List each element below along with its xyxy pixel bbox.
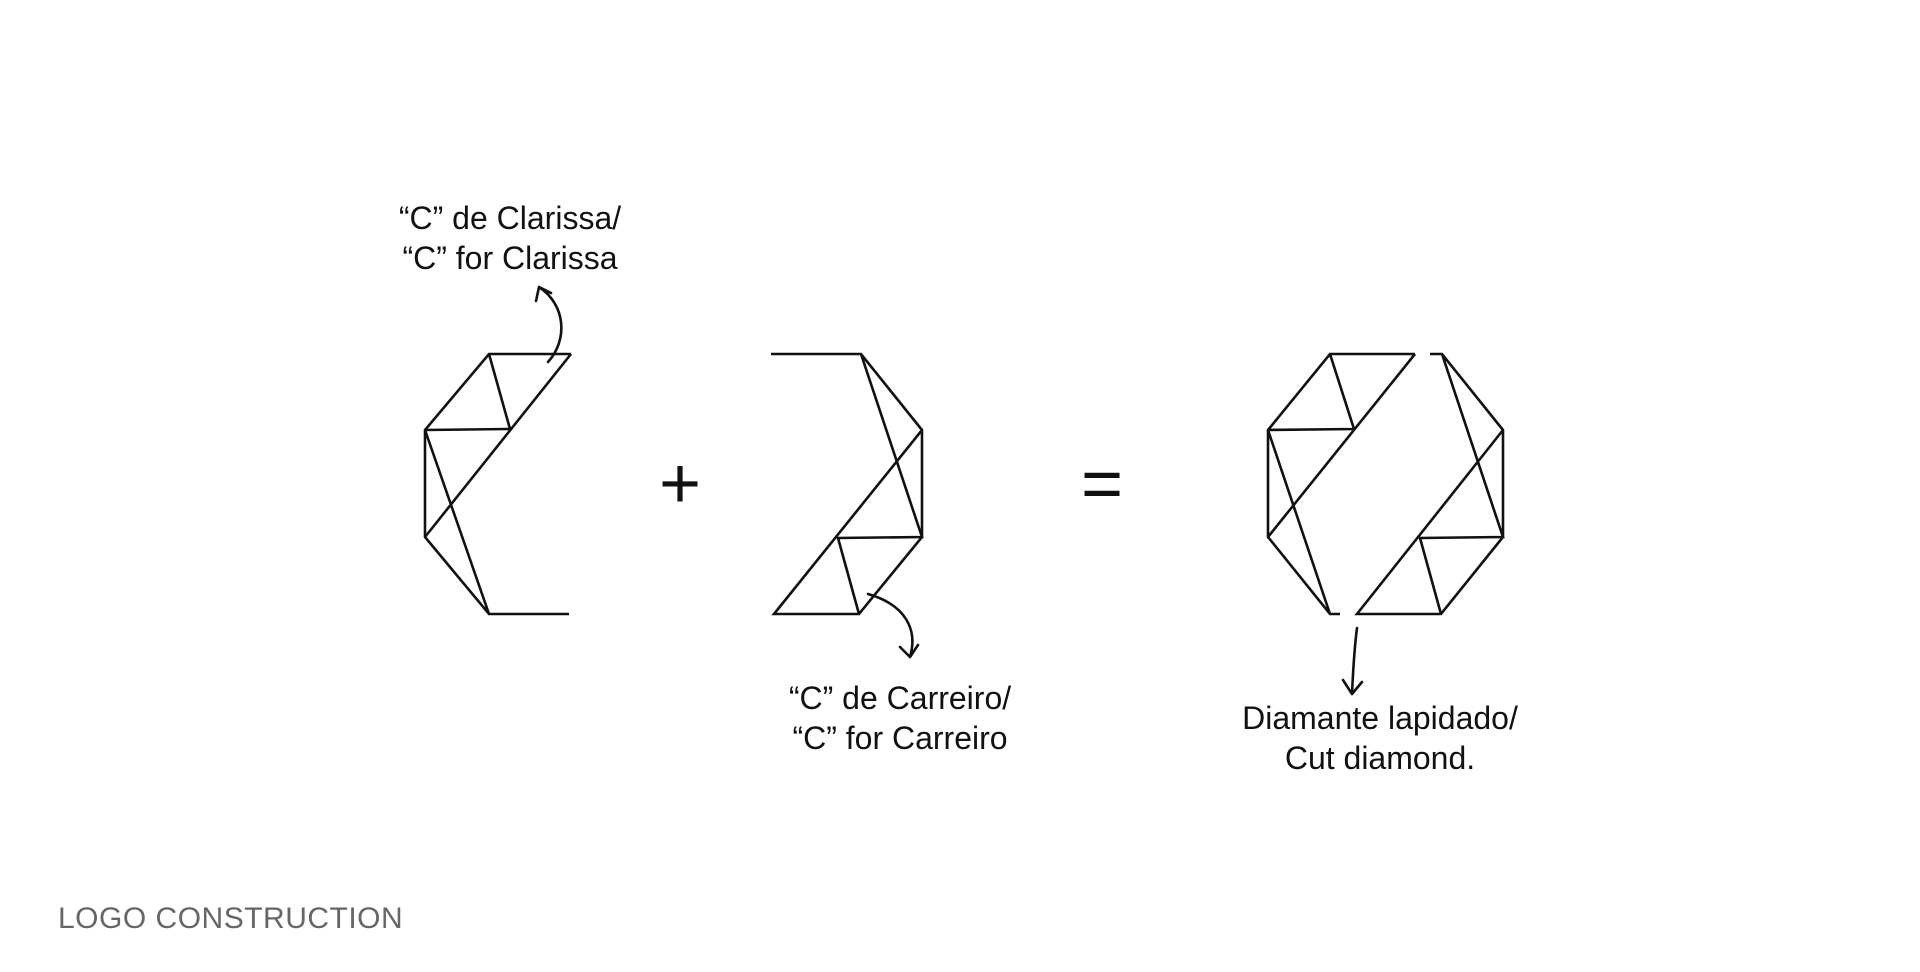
clarissa-c-outline [423, 352, 571, 616]
diamond-annotation-line2: Cut diamond. [1284, 740, 1476, 776]
clarissa-c-facets [423, 353, 573, 615]
carreiro-arrow [866, 592, 920, 659]
clarissa-arrow [534, 285, 563, 364]
carreiro-annotation-line2: “C” for Carreiro [792, 720, 1008, 756]
clarissa-annotation: “C” de Clarissa/ “C” for Clarissa [330, 198, 690, 278]
carreiro-c-mark [771, 352, 924, 616]
diamond-annotation: Diamante lapidado/ Cut diamond. [1180, 698, 1580, 778]
diamond-arrow [1341, 626, 1364, 696]
diamond-annotation-line1: Diamante lapidado/ [1242, 700, 1518, 736]
clarissa-c-mark [423, 352, 573, 616]
section-caption: LOGO CONSTRUCTION [58, 902, 404, 935]
diamond-right-half [1354, 352, 1505, 616]
carreiro-c-outline [771, 352, 924, 616]
clarissa-annotation-line1: “C” de Clarissa/ [398, 200, 622, 236]
carreiro-annotation: “C” de Carreiro/ “C” for Carreiro [720, 678, 1080, 758]
plus-operator: + [658, 444, 702, 524]
clarissa-annotation-line2: “C” for Clarissa [402, 240, 618, 276]
equals-operator: = [1080, 444, 1124, 524]
diamond-left-half [1266, 352, 1417, 616]
carreiro-annotation-line1: “C” de Carreiro/ [788, 680, 1012, 716]
diamond-mark [1266, 352, 1505, 616]
carreiro-c-facets [836, 353, 924, 615]
